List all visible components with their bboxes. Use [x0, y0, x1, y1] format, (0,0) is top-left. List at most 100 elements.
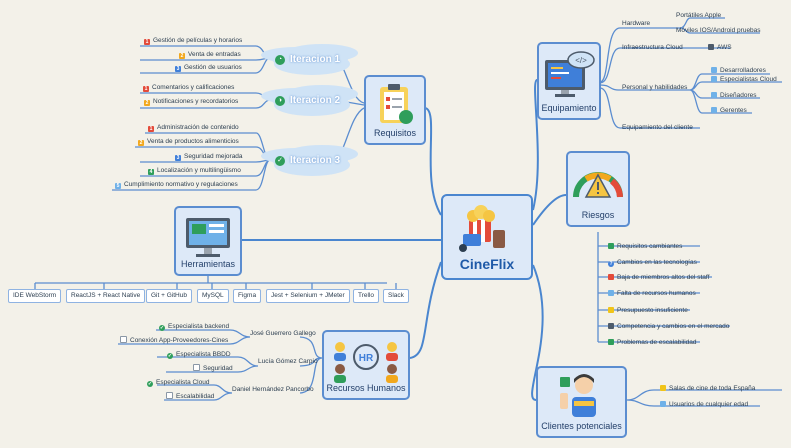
role-item[interactable]: ✓Especialista Cloud	[147, 379, 210, 387]
tool-item[interactable]: IDE WebStorm	[8, 289, 62, 303]
priority-1-icon: 1	[143, 86, 149, 92]
recursos-humanos-label: Recursos Humanos	[326, 383, 406, 393]
priority-5-icon: 5	[115, 183, 121, 189]
personal-branch[interactable]: Personal y habilidades	[622, 84, 688, 91]
hardware-item[interactable]: Móviles IOS/Android pruebas	[676, 27, 761, 34]
equipamiento-node[interactable]: </> Equipamiento	[537, 42, 601, 120]
person-icon	[711, 107, 717, 113]
money-icon	[608, 307, 614, 313]
client-item[interactable]: Usuarios de cualquier edad	[660, 400, 748, 409]
riesgos-label: Riesgos	[581, 210, 615, 220]
aws-icon	[708, 44, 714, 50]
role-item[interactable]: Conexión App-Proveedores-Cines	[120, 336, 228, 345]
checkbox-icon	[120, 336, 127, 343]
hardware-item[interactable]: Portátiles Apple	[676, 12, 722, 19]
iteration-3-node[interactable]: ✓ Iteracion 3	[272, 149, 348, 171]
check-icon: ✓	[147, 381, 153, 387]
priority-2-icon: 2	[138, 140, 144, 146]
person-icon	[711, 76, 717, 82]
tool-item[interactable]: ReactJS + React Native	[66, 289, 146, 303]
role-item[interactable]: Escalabilidad	[166, 392, 214, 401]
herramientas-node[interactable]: Herramientas	[174, 206, 242, 276]
personal-item[interactable]: Especialistas Cloud	[711, 75, 777, 84]
clientes-label: Clientes potenciales	[541, 421, 622, 431]
recursos-humanos-node[interactable]: HR Recursos Humanos	[322, 330, 410, 400]
risk-item[interactable]: Problemas de escalabilidad	[608, 338, 697, 347]
role-item[interactable]: ✓Especialista BBDD	[167, 351, 231, 359]
riesgos-node[interactable]: Riesgos	[566, 151, 630, 227]
hardware-branch[interactable]: Hardware	[622, 20, 651, 27]
requisitos-node[interactable]: Requisitos	[364, 75, 426, 145]
cloud-branch[interactable]: Infraestructura Cloud	[622, 44, 683, 51]
role-item[interactable]: Seguridad	[193, 364, 233, 373]
priority-4-icon: 4	[148, 169, 154, 175]
chart-icon	[608, 323, 614, 329]
iteration-2-label: Iteracion 2	[290, 95, 341, 106]
personal-item[interactable]: Diseñadores	[711, 91, 757, 100]
person-name[interactable]: Lucía Gómez Carpio	[258, 358, 318, 365]
iteration-3-label: Iteracion 3	[290, 155, 341, 166]
tool-item[interactable]: MySQL	[197, 289, 229, 303]
tool-item[interactable]: Jest + Selenium + JMeter	[266, 289, 350, 303]
risk-item[interactable]: Baja de miembros altos del staff	[608, 273, 709, 282]
scale-icon	[608, 339, 614, 345]
risk-item[interactable]: ?Cambios en las tecnologías	[608, 259, 697, 267]
person-icon	[711, 92, 717, 98]
priority-2-icon: 2	[179, 53, 185, 59]
risk-item[interactable]: Requisitos cambiantes	[608, 242, 682, 251]
central-title: CineFlix	[459, 256, 515, 272]
herramientas-label: Herramientas	[180, 259, 236, 269]
risk-item[interactable]: Competencia y cambios en el mercado	[608, 322, 729, 331]
person-name[interactable]: José Guerrero Gallego	[250, 330, 316, 337]
progress-icon: ◔	[275, 55, 285, 65]
popcorn-cinema-icon	[459, 205, 505, 252]
tool-item[interactable]: Figma	[233, 289, 262, 303]
priority-1-icon: 1	[144, 39, 150, 45]
svg-text:</>: </>	[575, 56, 587, 65]
arrow-down-icon	[608, 274, 614, 280]
cloud-item[interactable]: AWS	[708, 43, 732, 52]
priority-3-icon: 3	[175, 155, 181, 161]
question-icon: ?	[608, 261, 614, 267]
central-topic-cineflix[interactable]: CineFlix	[441, 194, 533, 280]
iteration-1-node[interactable]: ◔ Iteracion 1	[272, 48, 348, 70]
personal-item[interactable]: Desarrolladores	[711, 66, 766, 75]
warning-gauge-icon	[573, 172, 623, 198]
checkbox-icon	[166, 392, 173, 399]
clipboard-checklist-icon	[380, 84, 413, 124]
priority-1-icon: 1	[148, 126, 154, 132]
tool-item[interactable]: Git + GitHub	[146, 289, 192, 303]
client-item[interactable]: Salas de cine de toda España	[660, 384, 755, 393]
cliente-branch[interactable]: Equipamiento del cliente	[622, 124, 693, 131]
risk-item[interactable]: Falta de recursos humanos	[608, 289, 696, 298]
tool-item[interactable]: Trello	[353, 289, 380, 303]
iteration-2-node[interactable]: ◑ Iteracion 2	[272, 89, 348, 111]
role-item[interactable]: ✓Especialista backend	[159, 323, 230, 331]
person-icon	[608, 290, 614, 296]
svg-text:HR: HR	[359, 353, 374, 364]
monitor-design-icon	[186, 218, 230, 257]
clientes-node[interactable]: Clientes potenciales	[536, 366, 627, 438]
customer-thumbs-up-icon	[560, 374, 596, 417]
hr-team-icon: HR	[334, 342, 398, 383]
person-icon	[711, 67, 717, 73]
iteration-1-label: Iteracion 1	[290, 54, 341, 65]
personal-item[interactable]: Gerentes	[711, 106, 747, 115]
person-name[interactable]: Daniel Hernández Pancorbo	[232, 386, 314, 393]
person-icon	[660, 401, 666, 407]
priority-2-icon: 2	[144, 100, 150, 106]
tool-item[interactable]: Slack	[383, 289, 409, 303]
equipamiento-label: Equipamiento	[541, 103, 597, 113]
risk-item[interactable]: Presupuesto insuficiente	[608, 306, 688, 315]
